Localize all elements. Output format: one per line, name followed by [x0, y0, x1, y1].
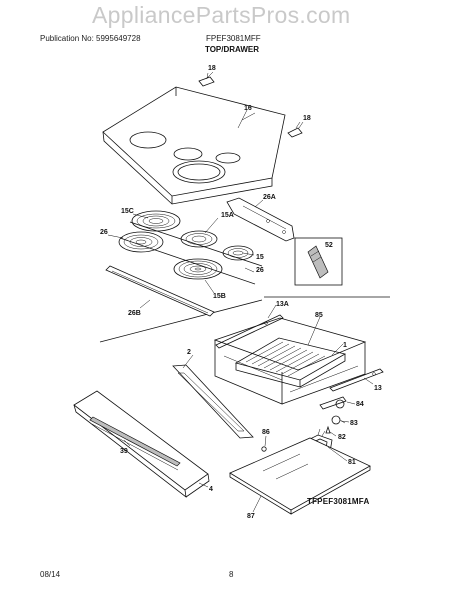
drawer-front-frame-2: [172, 364, 254, 439]
divider-line-left: [99, 299, 263, 343]
publication-number: Publication No: 5995649728: [40, 34, 141, 43]
trim-strip-26B: [105, 265, 215, 317]
screw-86: [261, 446, 267, 452]
diagram-code: TFPEF3081MFA: [307, 497, 370, 506]
label-15: 15: [256, 254, 264, 261]
thermostat-83: [331, 415, 346, 425]
label-26B: 26B: [128, 310, 141, 317]
label-4: 4: [209, 486, 213, 493]
element-26-left: [118, 231, 164, 253]
door-handle-39: [89, 416, 181, 471]
label-52: 52: [325, 242, 333, 249]
label-15C: 15C: [121, 208, 134, 215]
clip-18-top: [198, 72, 215, 87]
drawer-rail-13: [329, 368, 384, 392]
cooktop-glass-16: [102, 86, 286, 205]
label-16: 16: [244, 105, 252, 112]
label-84: 84: [356, 401, 364, 408]
model-number: FPEF3081MFF: [206, 34, 261, 43]
label-26A: 26A: [263, 194, 276, 201]
leader-lines: [107, 71, 374, 513]
element-15C: [131, 210, 181, 232]
label-87: 87: [247, 513, 255, 520]
label-1: 1: [343, 342, 347, 349]
section-title: TOP/DRAWER: [204, 45, 260, 54]
label-18-top: 18: [208, 65, 216, 72]
element-15B: [173, 258, 223, 280]
label-2: 2: [187, 349, 191, 356]
label-13: 13: [374, 385, 382, 392]
watermark: AppliancePartsPros.com: [92, 2, 351, 28]
part-52-box: [294, 237, 343, 286]
clip-18-right: [287, 121, 304, 138]
label-85: 85: [315, 312, 323, 319]
label-26-right: 26: [256, 267, 264, 274]
label-39: 39: [120, 448, 128, 455]
label-15A: 15A: [221, 212, 234, 219]
element-rail-front: [119, 237, 256, 285]
label-13A: 13A: [276, 301, 289, 308]
bracket-26A: [226, 197, 295, 242]
label-82: 82: [338, 434, 346, 441]
footer-date: 08/14: [40, 570, 61, 579]
label-15B: 15B: [213, 293, 226, 300]
screw-82: [325, 425, 331, 434]
label-81: 81: [348, 459, 356, 466]
footer-page-number: 8: [229, 570, 234, 579]
label-26-left: 26: [100, 229, 108, 236]
broiler-pan-85: [234, 337, 347, 388]
sensor-84: [319, 396, 347, 410]
label-18-right: 18: [303, 115, 311, 122]
label-83: 83: [350, 420, 358, 427]
drawer-bottom-87: [229, 437, 371, 515]
drawer-front-panel-4: [73, 390, 210, 498]
drawer-body-1: [213, 317, 367, 405]
label-86: 86: [262, 429, 270, 436]
element-rail-rear: [129, 221, 263, 267]
